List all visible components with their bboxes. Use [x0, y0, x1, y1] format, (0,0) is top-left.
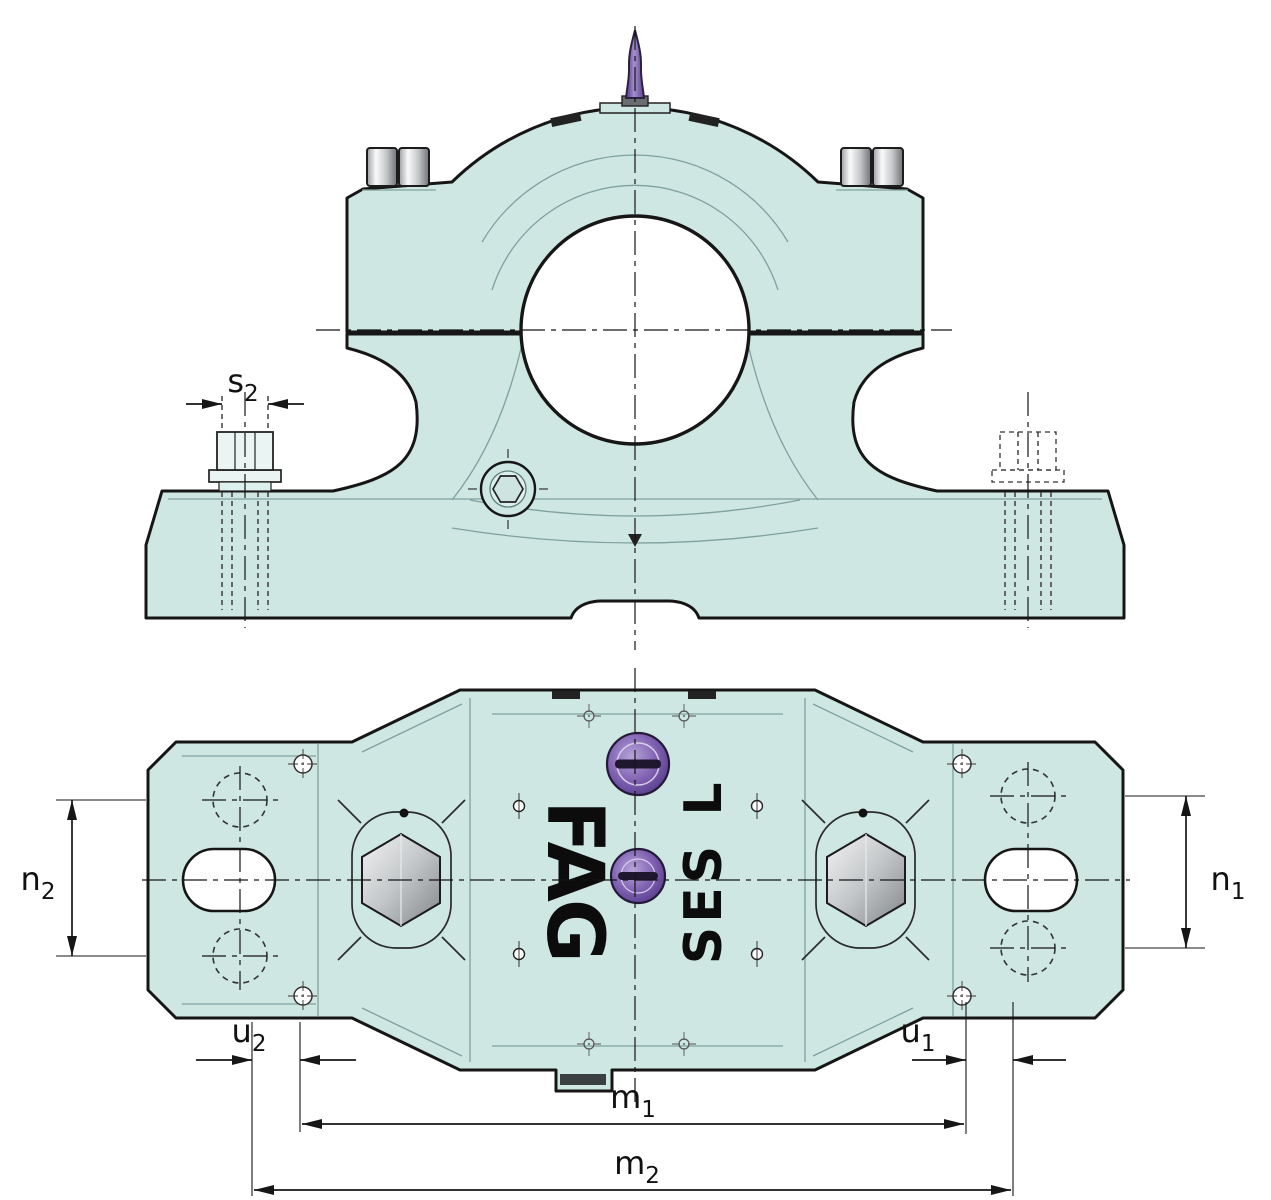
plan-view: FAG SES L n2 n1 u2: [21, 668, 1246, 1196]
dimension-n2-label: n2: [21, 860, 56, 905]
dimension-s2: s2: [186, 362, 304, 409]
dimension-n1-label: n1: [1211, 860, 1246, 905]
anchor-nut-right: [991, 392, 1065, 628]
dimension-m2-label: m2: [614, 1144, 660, 1189]
corner-holes: [288, 749, 977, 1011]
anchor-nut-left: [208, 392, 282, 628]
dimension-n2: n2: [21, 799, 146, 957]
grease-fitting-top-icon: [605, 731, 671, 797]
dimension-s2-label: s2: [227, 362, 258, 407]
split-hatch-right: [688, 691, 716, 699]
housing-base: [144, 332, 1126, 620]
plan-casting-lines: [182, 698, 954, 1062]
bottom-tab-band: [560, 1074, 606, 1085]
dimension-m1-label: m1: [610, 1078, 656, 1123]
grease-fitting-center-icon: [609, 847, 667, 905]
dowel-holes: [399, 793, 868, 967]
dimension-u2-label: u2: [232, 1012, 267, 1057]
front-view: s2: [144, 26, 1126, 650]
dimension-m2: m2: [254, 1144, 1011, 1195]
dimension-u2: u2: [196, 1012, 356, 1196]
cap-bolts-front: [366, 147, 904, 187]
dimension-n1: n1: [1125, 795, 1246, 949]
dimension-u1-label: u1: [901, 1012, 936, 1057]
hex-bolt-right: [826, 832, 906, 928]
dimension-m1: m1: [302, 1078, 964, 1129]
dimension-u1: u1: [901, 1002, 1066, 1196]
split-hatch-left: [552, 691, 580, 699]
l-label: L: [674, 782, 734, 815]
hex-plug: [468, 449, 548, 529]
hidden-bolt-circles: [202, 762, 1066, 990]
ses-label: SES: [674, 842, 734, 964]
drill-marks: [577, 704, 696, 1056]
